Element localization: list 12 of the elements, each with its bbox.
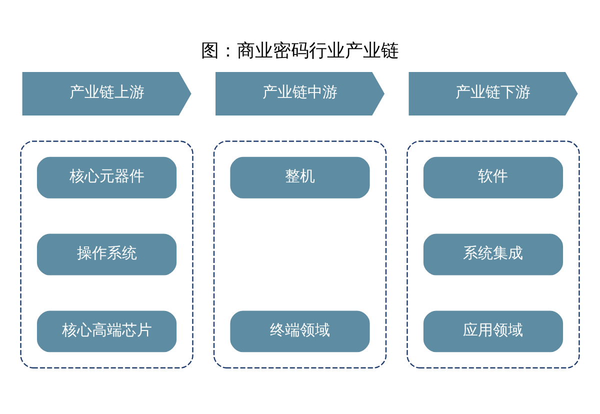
node-box: 软件	[423, 156, 564, 198]
node-box: 整机	[230, 156, 370, 198]
node-box: 终端领域	[230, 310, 370, 352]
node-box: 操作系统	[36, 234, 177, 276]
node-box: 核心元器件	[36, 156, 177, 198]
cluster	[20, 140, 194, 368]
cluster	[406, 140, 580, 368]
node-box: 核心高端芯片	[36, 310, 177, 352]
node-box: 应用领域	[423, 310, 564, 352]
diagram-title: 图：商业密码行业产业链	[201, 40, 399, 62]
cluster	[213, 140, 387, 368]
node-box: 系统集成	[423, 234, 564, 276]
